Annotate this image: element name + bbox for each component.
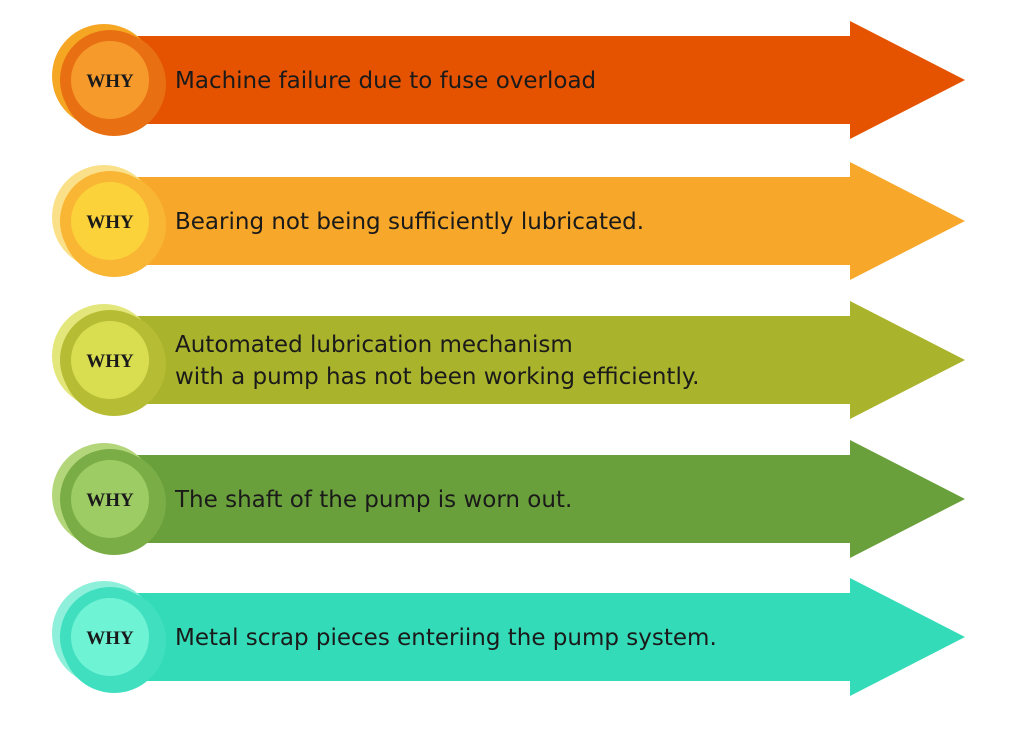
badge-inner-circle bbox=[71, 598, 149, 676]
badge-inner-circle bbox=[71, 182, 149, 260]
why-badge-label: WHY bbox=[86, 212, 134, 233]
why-arrow bbox=[120, 21, 965, 139]
badge-inner-circle bbox=[71, 41, 149, 119]
why-badge-label: WHY bbox=[86, 351, 134, 372]
why-reason-text: Machine failure due to fuse overload bbox=[175, 68, 596, 94]
why-row-2: WHY Bearing not being sufficiently lubric… bbox=[52, 162, 965, 280]
badge-inner-circle bbox=[71, 460, 149, 538]
why-arrow bbox=[120, 301, 965, 419]
why-reason-text: Bearing not being sufficiently lubricate… bbox=[175, 209, 644, 235]
why-row-3: WHY Automated lubrication mechanism with a… bbox=[52, 301, 965, 419]
why-row-4: WHY The shaft of the pump is worn out. bbox=[52, 440, 965, 558]
why-arrow bbox=[120, 440, 965, 558]
why-badge-label: WHY bbox=[86, 490, 134, 511]
why-reason-text: The shaft of the pump is worn out. bbox=[174, 487, 572, 513]
why-arrow bbox=[120, 162, 965, 280]
why-badge-label: WHY bbox=[86, 71, 134, 92]
why-reason-text: Automated lubrication mechanism bbox=[175, 332, 573, 358]
why-reason-text: Metal scrap pieces enteriing the pump sy… bbox=[175, 625, 717, 651]
why-row-1: WHY Machine failure due to fuse overload bbox=[52, 21, 965, 139]
badge-inner-circle bbox=[71, 321, 149, 399]
why-reason-text: with a pump has not been working efficie… bbox=[175, 364, 699, 390]
why-arrow bbox=[120, 578, 965, 696]
why-badge-label: WHY bbox=[86, 628, 134, 649]
why-row-5: WHY Metal scrap pieces enteriing the pump… bbox=[52, 578, 965, 696]
